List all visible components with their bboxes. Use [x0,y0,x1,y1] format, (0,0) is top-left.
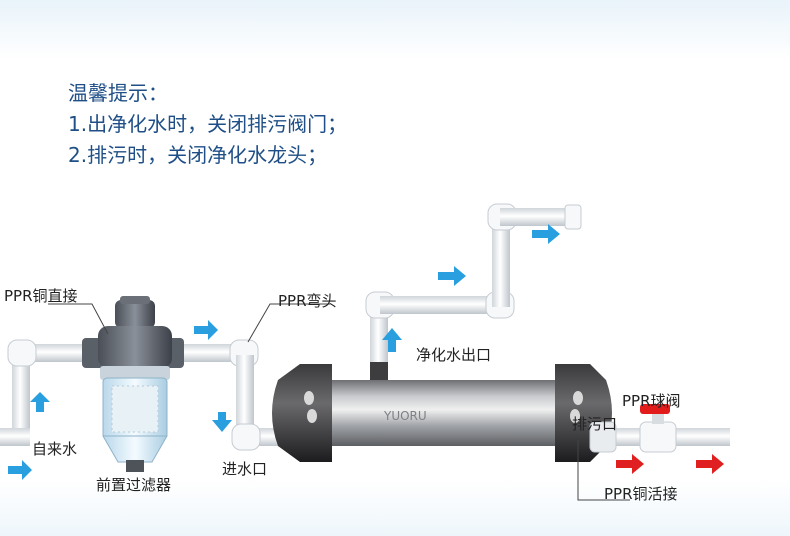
elbow-left [7,339,37,367]
arrow-drain-1 [616,454,644,474]
arrow-right-mid [438,266,466,286]
arrow-up-left [30,392,50,412]
arrow-right-top [532,224,560,244]
tips-heading: 温馨提示： [68,81,168,105]
pre-filter [82,296,184,472]
pipe-network [0,203,730,451]
pipe-down-to-inlet [236,355,254,435]
label-tap-water: 自来水 [32,440,78,458]
pipe-inlet-vertical [12,355,30,440]
arrow-right-prefilter [194,320,218,340]
pipe-outlet-riser [492,222,510,307]
pipe-outlet-top [500,208,570,226]
label-inlet: 进水口 [222,460,268,478]
arrow-drain-2 [696,454,724,474]
tips-block: 温馨提示： 1.出净化水时，关闭排污阀门； 2.排污时，关闭净化水龙头； [68,78,347,171]
pipe-outlet-horizontal [380,296,500,314]
valve-handle [640,404,670,414]
ppr-ball-valve[interactable] [639,404,677,453]
brand-mark: YUORU [383,409,427,423]
pipe-outlet-up [370,305,388,375]
arrow-down-inlet [212,412,232,432]
leader-lines [48,303,630,501]
label-pre-filter: 前置过滤器 [96,476,172,494]
tip-line-1: 1.出净化水时，关闭排污阀门； [68,112,348,136]
purifier-unit: YUORU [272,362,612,462]
label-ppr-copper-union: PPR铜活接 [604,485,678,503]
arrow-tap-in [8,460,32,480]
label-drain-outlet: 排污口 [572,415,618,433]
flow-arrows-blue [8,224,560,480]
pipe-inlet-stub [0,428,30,446]
label-ppr-elbow: PPR弯头 [278,292,337,310]
label-purified-outlet: 净化水出口 [416,346,492,364]
label-ppr-copper-straight: PPR铜直接 [4,287,78,305]
label-ppr-ball-valve: PPR球阀 [622,392,681,410]
leader-union [577,440,630,501]
arrow-up-outlet [382,328,402,352]
flow-arrows-red [616,454,724,474]
purifier-cap-left [272,364,332,462]
ppr-copper-union [589,421,617,453]
tip-line-2: 2.排污时，关闭净化水龙头； [68,143,328,167]
